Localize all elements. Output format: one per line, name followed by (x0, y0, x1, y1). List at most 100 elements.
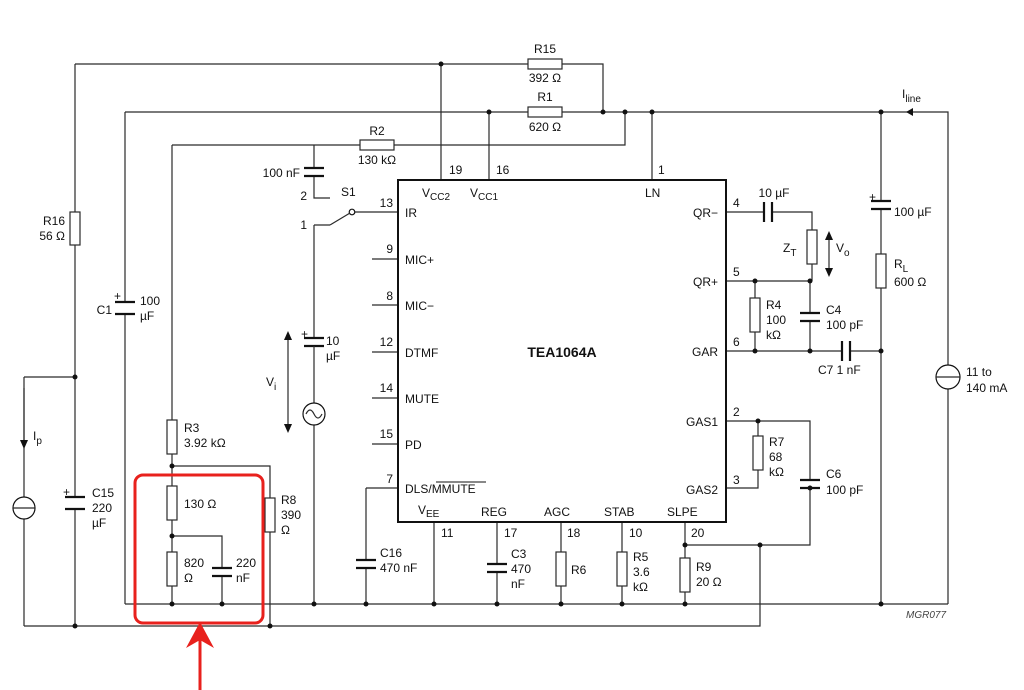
r6-body (555, 551, 567, 587)
pin-6-number: 6 (733, 335, 740, 349)
c-qr-value: 10 µF (759, 186, 790, 200)
s1-pos1: 1 (300, 218, 307, 232)
r9-value: 20 Ω (696, 575, 722, 589)
pin-1-number: 1 (658, 163, 665, 177)
pin-16-number: 16 (496, 163, 510, 177)
rl-label: RL (894, 257, 909, 275)
r3-value: 3.92 kΩ (184, 436, 226, 450)
pin-20-number: 20 (691, 526, 705, 540)
pin-dls-label: DLS/MMUTE (405, 482, 476, 496)
pin-slpe-label: SLPE (667, 505, 698, 519)
src-value-b: 140 mA (966, 381, 1007, 395)
capacitors: + + + + (63, 166, 891, 578)
c16-plates (356, 558, 376, 570)
r5-body (616, 551, 628, 587)
pin-12-number: 12 (380, 335, 394, 349)
r5-value-a: 3.6 (633, 565, 650, 579)
r820-value-a: 820 (184, 556, 204, 570)
component-labels: R15 392 Ω R1 620 Ω R2 130 kΩ 100 nF S1 1… (33, 42, 1007, 621)
vi-arrow-up-icon (284, 331, 292, 340)
pin-4-number: 4 (733, 196, 740, 210)
pin-mute-label: MUTE (405, 392, 439, 406)
pin-9-number: 9 (386, 242, 393, 256)
pin-2-number: 2 (733, 405, 740, 419)
junction-dots (72, 61, 884, 629)
r130-value: 130 Ω (184, 497, 216, 511)
r4-body (749, 297, 761, 333)
r1-name: R1 (537, 90, 553, 104)
c4-plates (800, 311, 820, 323)
c7-plates (840, 341, 852, 361)
r5-name: R5 (633, 550, 649, 564)
c-qr-plates (762, 202, 774, 222)
pin-ir-label: IR (405, 206, 417, 220)
c1-plates (115, 300, 135, 316)
switch-s1 (329, 208, 356, 226)
c15-plates (65, 495, 85, 511)
pin-17-number: 17 (504, 526, 518, 540)
pin-micm-label: MIC− (405, 299, 434, 313)
r4-name: R4 (766, 298, 782, 312)
c7-label: C7 1 nF (818, 363, 861, 377)
c3-value-a: 470 (511, 562, 531, 576)
r7-name: R7 (769, 435, 785, 449)
pin-pd-label: PD (405, 438, 422, 452)
c3-name: C3 (511, 547, 527, 561)
s1-name: S1 (341, 185, 356, 199)
chip-name: TEA1064A (527, 344, 596, 360)
ip-label: Ip (33, 429, 42, 447)
ip-arrow-icon (20, 440, 28, 449)
r2-name: R2 (369, 124, 385, 138)
r8-value-a: 390 (281, 508, 301, 522)
r820-body (166, 551, 178, 587)
pin-10-number: 10 (629, 526, 643, 540)
r2-body (359, 139, 395, 151)
pin-reg-label: REG (481, 505, 507, 519)
pin-dtmf-label: DTMF (405, 346, 438, 360)
r3-name: R3 (184, 421, 200, 435)
r15-value: 392 Ω (529, 71, 561, 85)
r7-value-a: 68 (769, 450, 783, 464)
vo-arrow-down-icon (825, 268, 833, 277)
c4-value: 100 pF (826, 318, 863, 332)
r15-name: R15 (534, 42, 556, 56)
highlight-arrow-icon (186, 622, 214, 648)
c1-plus-sign: + (114, 289, 121, 303)
pin-gas2-label: GAS2 (686, 483, 718, 497)
c16-name: C16 (380, 546, 402, 560)
c16-value: 470 nF (380, 561, 417, 575)
r820-value-b: Ω (184, 571, 193, 585)
r8-body (264, 497, 276, 533)
c-line-plates (871, 199, 891, 211)
vo-label: Vo (836, 241, 850, 259)
zt-body (806, 229, 818, 265)
pin-13-number: 13 (380, 196, 394, 210)
c3-plates (487, 562, 507, 574)
figure-ref: MGR077 (906, 610, 946, 621)
r1-value: 620 Ω (529, 120, 561, 134)
c15-value-a: 220 (92, 501, 112, 515)
pin-14-number: 14 (380, 381, 394, 395)
wires (23, 63, 949, 627)
s1-pos2: 2 (300, 189, 307, 203)
pin-15-number: 15 (380, 427, 394, 441)
sources (12, 108, 961, 520)
pin-18-number: 18 (567, 526, 581, 540)
pin-gas1-label: GAS1 (686, 415, 718, 429)
c4-name: C4 (826, 303, 842, 317)
c1-name: C1 (97, 303, 113, 317)
pin-ln-label: LN (645, 186, 660, 200)
c-line-plus-sign: + (869, 190, 876, 204)
pin-vcc1-label: VCC1 (470, 186, 498, 203)
zt-label: ZT (783, 241, 796, 259)
rl-value: 600 Ω (894, 275, 926, 289)
pin-qrp-label: QR+ (693, 275, 718, 289)
pin-vee-label: VEE (418, 503, 440, 520)
c6-name: C6 (826, 467, 842, 481)
r5-value-b: kΩ (633, 580, 648, 594)
c6-plates (800, 478, 820, 490)
r16-body (69, 211, 81, 246)
r1-body (527, 106, 563, 118)
vi-label: Vi (266, 375, 276, 393)
